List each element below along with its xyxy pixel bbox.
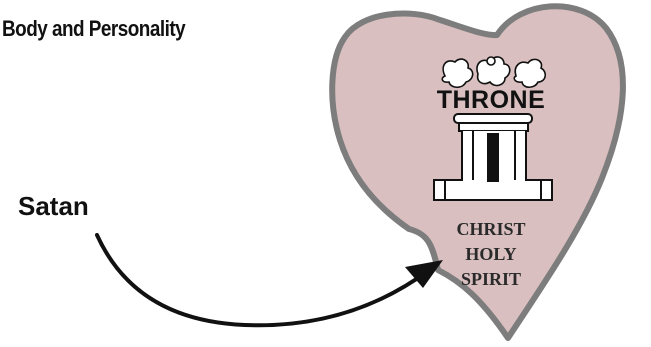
heading: Body and Personality xyxy=(2,16,186,41)
crown-ornament xyxy=(441,56,547,89)
throne-label: THRONE xyxy=(436,86,546,114)
spirit-label: SPIRIT xyxy=(460,269,522,289)
christ-label: CHRIST xyxy=(456,219,526,239)
satan-label: Satan xyxy=(18,191,89,221)
attack-arrowhead xyxy=(405,260,443,288)
throne-center-bar xyxy=(487,133,499,182)
attack-arrow xyxy=(95,233,430,328)
holy-label: HOLY xyxy=(465,244,517,264)
